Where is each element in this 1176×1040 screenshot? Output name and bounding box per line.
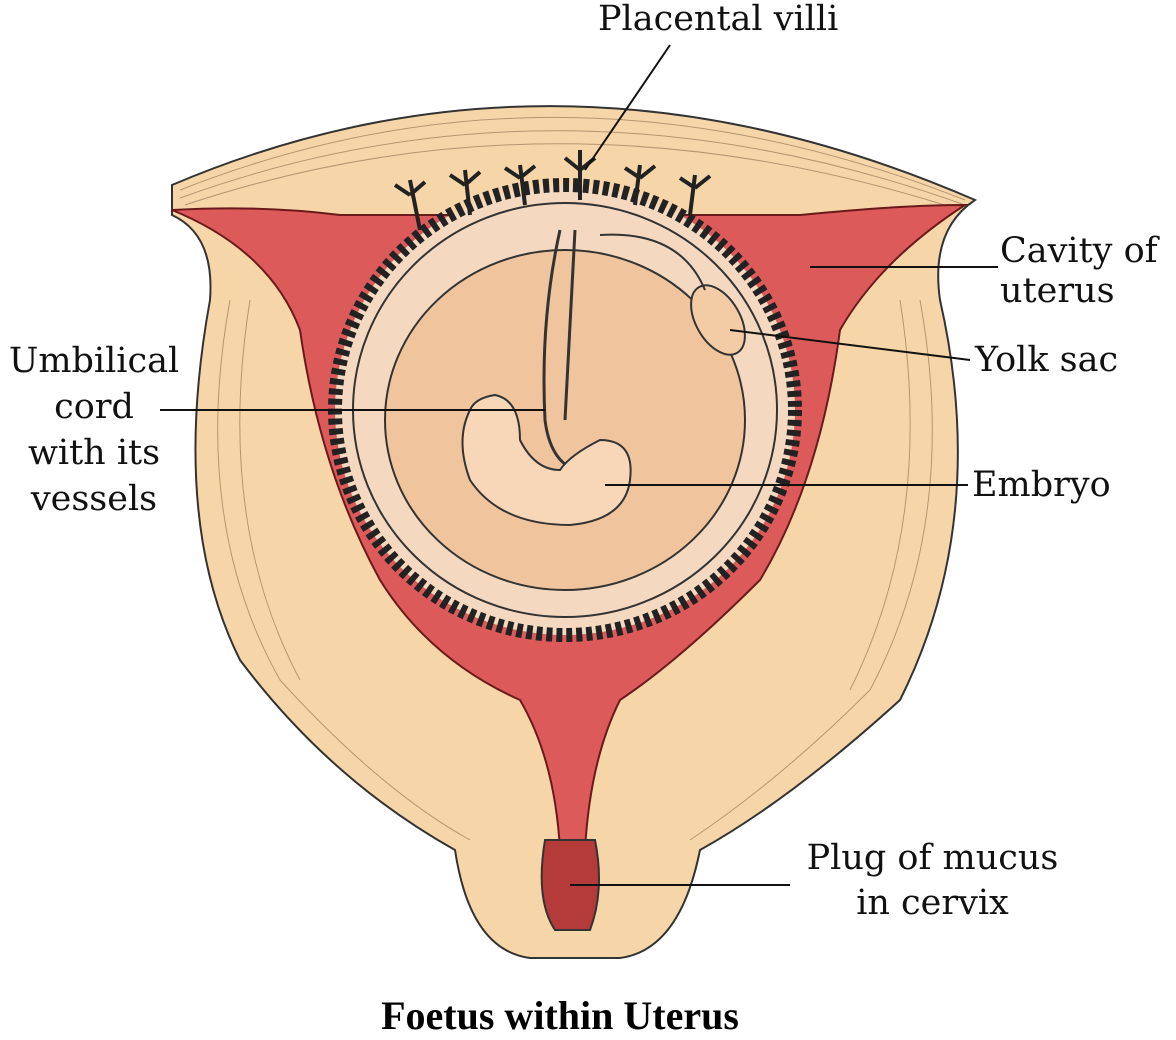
placental-villi: [393, 150, 712, 231]
label-umbilical-1: Umbilical: [8, 341, 180, 381]
label-cavity-2: uterus: [1000, 271, 1115, 311]
yolk-sac: [690, 284, 746, 356]
label-cavity-1: Cavity of: [1000, 231, 1158, 271]
label-umbilical-4: vessels: [30, 479, 158, 519]
label-yolk-sac: Yolk sac: [975, 340, 1119, 380]
label-embryo: Embryo: [972, 465, 1111, 505]
label-placental-villi: Placental villi: [598, 0, 839, 39]
figure-caption: Foetus within Uterus: [381, 993, 739, 1038]
label-plug-2: in cervix: [856, 883, 1009, 923]
label-umbilical-2: cord: [54, 387, 134, 427]
leader-placental-villi: [584, 44, 671, 171]
label-plug-1: Plug of mucus: [806, 838, 1059, 878]
label-umbilical-3: with its: [27, 433, 161, 473]
umbilical-cord: [542, 229, 577, 472]
embryo: [461, 393, 632, 527]
leader-yolk-sac: [729, 329, 971, 361]
